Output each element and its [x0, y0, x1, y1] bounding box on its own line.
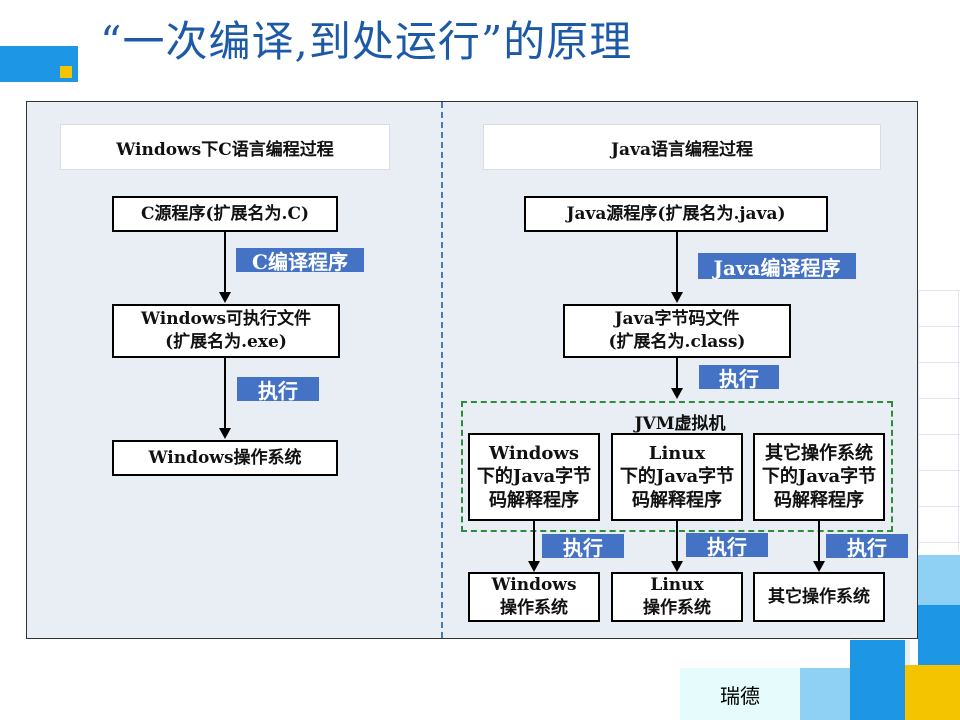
- panel-divider: [441, 102, 443, 638]
- corner-block-yellow: [60, 66, 72, 78]
- deco-block-6: [905, 665, 960, 720]
- deco-block-4: [800, 668, 850, 720]
- left-arrow-2-line: [224, 358, 226, 430]
- right-arrow-1-line: [676, 232, 678, 294]
- deco-block-5: [850, 640, 905, 720]
- jvm-label: JVM虚拟机: [634, 414, 726, 434]
- java-compile-tag: Java编译程序: [698, 253, 856, 280]
- left-header: Windows下C语言编程过程: [60, 124, 390, 170]
- diagram-panel: [26, 101, 918, 639]
- exec-arrow-1-head: [528, 561, 540, 572]
- interpreter-linux: Linux 下的Java字节 码解释程序: [611, 433, 743, 521]
- java-source-box: Java源程序(扩展名为.java): [524, 196, 828, 232]
- windows-os-box: Windows操作系统: [112, 440, 338, 476]
- c-compile-tag: C编译程序: [236, 248, 364, 274]
- os-windows-box: Windows 操作系统: [468, 572, 600, 622]
- exec-arrow-2-head: [671, 561, 683, 572]
- exec-arrow-1-line: [533, 521, 535, 563]
- deco-block-1: [918, 555, 960, 605]
- exec-arrow-3-line: [818, 521, 820, 563]
- os-linux-box: Linux 操作系统: [611, 572, 743, 622]
- left-arrow-1-head: [219, 292, 231, 303]
- bytecode-file-box: Java字节码文件 (扩展名为.class): [563, 304, 791, 358]
- deco-grid: [918, 290, 960, 550]
- left-arrow-1-line: [224, 232, 226, 294]
- right-arrow-2-line: [676, 358, 678, 390]
- slide-title: “一次编译,到处运行”的原理: [100, 17, 633, 66]
- exec-arrow-2-line: [676, 521, 678, 563]
- exec-tag-1: 执行: [542, 534, 624, 560]
- deco-block-2: [918, 605, 960, 665]
- left-run-tag: 执行: [237, 377, 319, 403]
- windows-exe-box: Windows可执行文件 (扩展名为.exe): [112, 304, 340, 358]
- os-other-box: 其它操作系统: [753, 572, 885, 622]
- c-source-box: C源程序(扩展名为.C): [112, 196, 338, 232]
- right-run-tag: 执行: [699, 365, 779, 391]
- exec-tag-2: 执行: [686, 533, 768, 559]
- interpreter-windows: Windows 下的Java字节 码解释程序: [468, 433, 600, 521]
- footer-label: 瑞德: [680, 668, 800, 720]
- exec-tag-3: 执行: [826, 534, 908, 560]
- right-arrow-1-head: [671, 292, 683, 303]
- right-header: Java语言编程过程: [483, 124, 881, 170]
- exec-arrow-3-head: [813, 561, 825, 572]
- interpreter-other: 其它操作系统 下的Java字节 码解释程序: [753, 433, 885, 521]
- right-arrow-2-head: [671, 388, 683, 399]
- left-arrow-2-head: [219, 428, 231, 439]
